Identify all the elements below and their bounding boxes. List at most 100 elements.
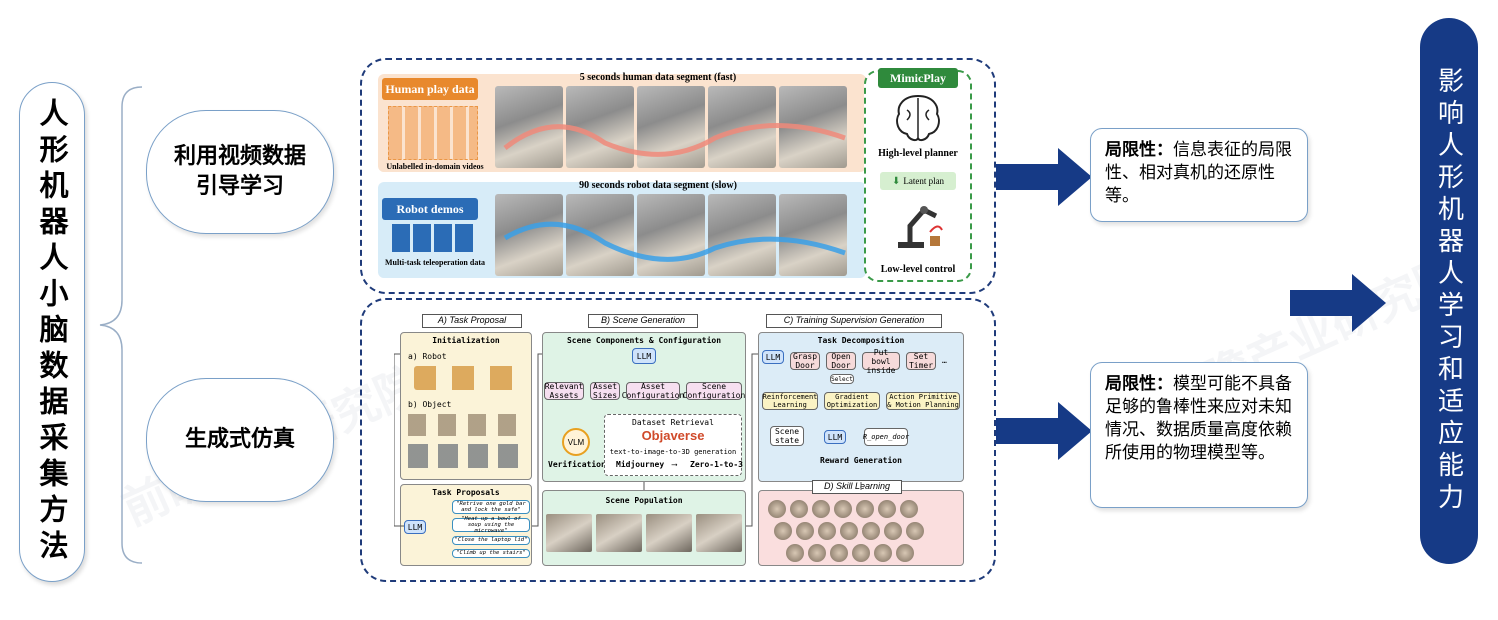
brain-icon	[896, 94, 940, 142]
asset-configuration-box: Asset Configuration	[621, 382, 685, 400]
human-segment-label: 5 seconds human data segment (fast)	[579, 72, 737, 83]
verification-label: Verification	[548, 460, 606, 469]
right-title-box: 影响人形机器人学习和适应能力	[1420, 18, 1478, 564]
skill-thumb	[796, 522, 814, 540]
vlm-circle: VLM	[562, 428, 590, 456]
robot-frame	[708, 194, 776, 276]
scene-thumb	[546, 514, 592, 552]
latent-plan-box: ⬇ Latent plan	[880, 172, 956, 190]
robot-frame	[779, 194, 847, 276]
limitation-label-2: 局限性：	[1105, 374, 1173, 394]
method-video-pill: 利用视频数据 引导学习	[146, 110, 334, 234]
skill-thumb	[774, 522, 792, 540]
right-title: 影响人形机器人学习和适应能力	[1433, 67, 1464, 515]
c-title: C) Training Supervision Generation	[766, 314, 942, 328]
scene-components-label: Scene Components & Configuration	[566, 336, 722, 345]
retrieval-box	[604, 414, 742, 476]
scene-thumb	[646, 514, 692, 552]
scene-thumb	[696, 514, 742, 552]
skill-thumb	[900, 500, 918, 518]
left-title-box: 人形机器人小脑数据采集方法	[19, 82, 85, 582]
low-level-label: Low-level control	[880, 264, 956, 275]
reward-box: R_open_door	[863, 428, 909, 446]
limitation-label-1: 局限性：	[1105, 140, 1173, 160]
b-object-label: b) Object	[408, 400, 452, 409]
high-level-label: High-level planner	[878, 148, 958, 159]
b-title: B) Scene Generation	[588, 314, 698, 328]
method-gensim-pill: 生成式仿真	[146, 378, 334, 502]
limitation-text-1: 信息表征的局限性、相对真机的还原性等。	[1105, 140, 1292, 206]
a-robot-label: a) Robot	[408, 352, 447, 361]
skill-thumb	[840, 522, 858, 540]
method-gensim-label: 生成式仿真	[184, 427, 295, 452]
skill-thumb	[906, 522, 924, 540]
object-thumbs-2	[408, 444, 526, 468]
dataset-retrieval-label: Dataset Retrieval	[632, 418, 714, 427]
skill-thumb	[852, 544, 870, 562]
human-play-label: Human play data	[382, 78, 478, 100]
proposal-item: "Close the laptop lid"	[452, 536, 530, 545]
scene-state-box: Scene state	[770, 426, 804, 446]
scene-thumb	[596, 514, 642, 552]
llm-c: LLM	[762, 350, 784, 364]
skill-thumb	[896, 544, 914, 562]
proposal-item: "Retrive one gold bar and lock the safe"	[452, 500, 530, 514]
scene-configuration-box: Scene Configuration	[682, 382, 746, 400]
robot-thumbs	[414, 366, 526, 390]
robot-trajectory	[503, 221, 846, 262]
zero123-label: Zero-1-to-3	[690, 460, 743, 469]
reward-generation-label: Reward Generation	[820, 456, 902, 465]
gensim-figure: A) Task Proposal Initialization a) Robot…	[394, 314, 968, 570]
skill-thumb	[862, 522, 880, 540]
method-box: Action Primitive & Motion Planning	[886, 392, 960, 410]
limitation-text-2: 模型可能不具备足够的鲁棒性来应对未知情况、数据质量高度依赖所使用的物理模型等。	[1105, 374, 1292, 463]
arrow-right-icon	[996, 402, 1092, 460]
proposal-item: "Climb up the stairs"	[452, 549, 530, 558]
skill-thumb	[768, 500, 786, 518]
skill-thumb	[818, 522, 836, 540]
mimicplay-frame	[360, 58, 996, 294]
llm-a: LLM	[404, 520, 426, 534]
skill-thumb	[808, 544, 826, 562]
arrow-right-icon: ⟶	[672, 460, 677, 469]
left-title: 人形机器人小脑数据采集方法	[35, 98, 69, 566]
task-decomposition-label: Task Decomposition	[817, 336, 905, 345]
scene-population-label: Scene Population	[605, 496, 683, 505]
skill-thumb	[812, 500, 830, 518]
skill-thumb	[856, 500, 874, 518]
subtask-box: Grasp Door	[790, 352, 820, 370]
asset-sizes-box: Asset Sizes	[590, 382, 620, 400]
object-thumbs-1	[408, 414, 526, 436]
a-title: A) Task Proposal	[422, 314, 522, 328]
gensim-connectors	[394, 353, 862, 527]
skill-thumb	[786, 544, 804, 562]
robot-video-grid	[392, 224, 474, 252]
human-video-grid	[388, 106, 478, 160]
ellipsis: …	[942, 356, 947, 365]
relevant-assets-box: Relevant Assets	[544, 382, 584, 400]
robot-arm-icon	[898, 206, 943, 248]
skill-thumb	[884, 522, 902, 540]
gensim-frame	[360, 298, 996, 582]
arrow-down-icon: ⬇	[891, 175, 901, 187]
skill-thumb	[790, 500, 808, 518]
skill-thumb	[874, 544, 892, 562]
skill-thumb	[878, 500, 896, 518]
method-box: Reinforcement Learning	[762, 392, 818, 410]
mimicplay-title: MimicPlay	[878, 68, 958, 88]
llm-b: LLM	[632, 348, 656, 364]
robot-frame	[637, 194, 705, 276]
skill-thumb	[830, 544, 848, 562]
select-box: Select	[830, 374, 854, 384]
human-trajectory	[503, 123, 846, 157]
llm-d: LLM	[824, 430, 846, 444]
robot-frame	[566, 194, 634, 276]
robot-demos-label: Robot demos	[382, 198, 478, 220]
unlabelled-label: Unlabelled in-domain videos	[386, 162, 484, 171]
robot-segment-label: 90 seconds robot data segment (slow)	[579, 180, 737, 191]
mimicplay-figure: Human play data Unlabelled in-domain vid…	[378, 68, 978, 286]
vlm-label: VLM	[567, 437, 585, 447]
limitation-box-1: 局限性：信息表征的局限性、相对真机的还原性等。	[1090, 128, 1308, 222]
multi-task-label: Multi-task teleoperation data	[385, 258, 485, 267]
objaverse-label: Objaverse	[641, 428, 705, 443]
